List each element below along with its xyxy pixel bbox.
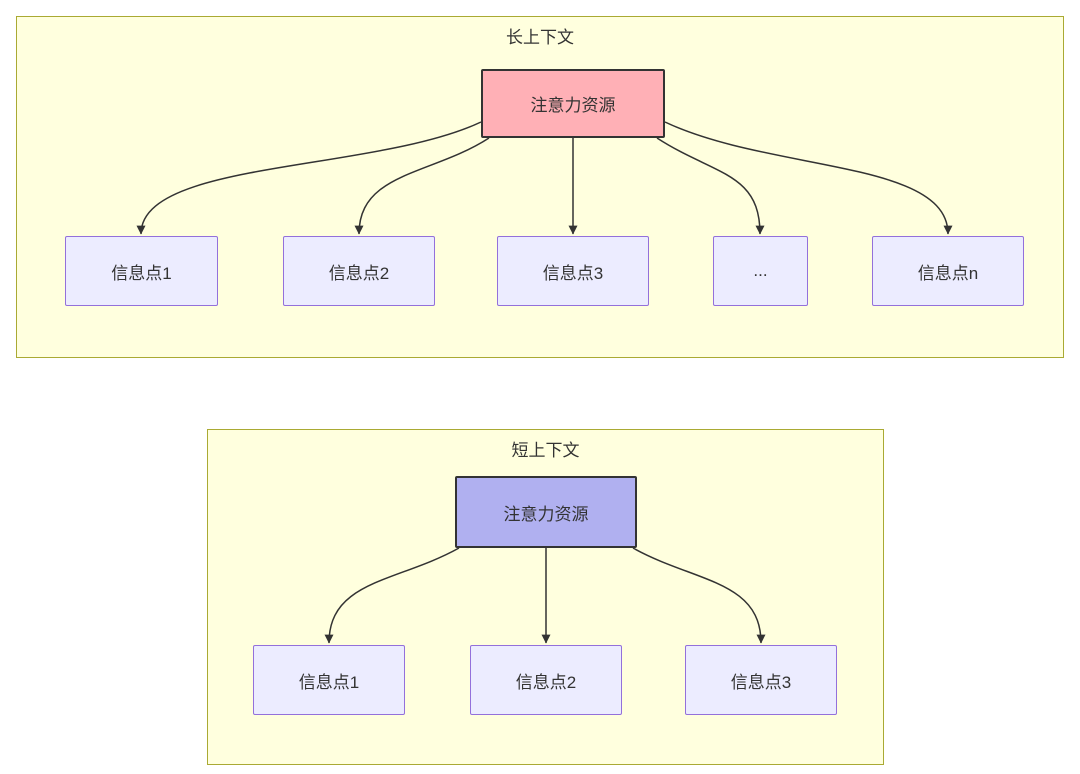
node-info-point-3-short: 信息点3 [685,645,837,715]
node-info-point-3-long: 信息点3 [497,236,649,306]
cluster-long-context: 长上下文 [16,16,1064,358]
node-info-point-ellipsis-long: ... [713,236,808,306]
node-info-point-n-long: 信息点n [872,236,1024,306]
cluster-short-title: 短上下文 [511,441,580,460]
node-info-point-1-long: 信息点1 [65,236,218,306]
node-info-point-2-short: 信息点2 [470,645,622,715]
node-attention-resource-short: 注意力资源 [455,476,637,548]
node-info-point-2-long: 信息点2 [283,236,435,306]
cluster-long-title: 长上下文 [506,28,574,47]
node-info-point-1-short: 信息点1 [253,645,405,715]
node-attention-resource-long: 注意力资源 [481,69,665,138]
